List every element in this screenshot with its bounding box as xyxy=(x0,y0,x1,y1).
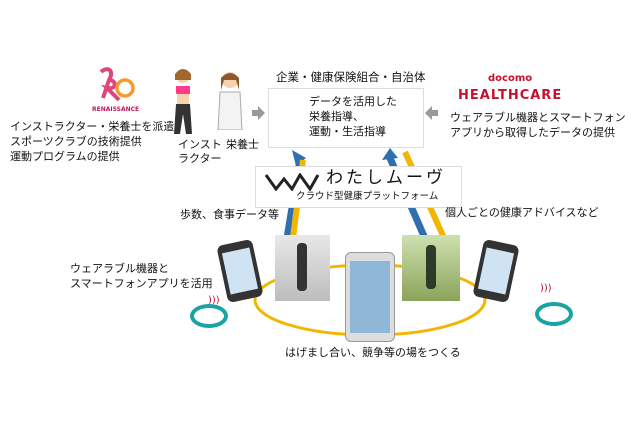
renaissance-logo-text: RENAISSANCE xyxy=(92,106,140,113)
docomo-logo-top: docomo xyxy=(488,73,533,84)
nutritionist-label: 栄養士 xyxy=(226,138,259,151)
right-wearable-band xyxy=(535,302,573,326)
platform-subtitle: クラウド型健康プラットフォーム xyxy=(296,191,439,202)
walker-photo xyxy=(275,235,330,301)
platform-box: わたしムーヴ クラウド型健康プラットフォーム xyxy=(255,166,462,208)
renaissance-desc-2: スポーツクラブの技術提供 xyxy=(10,135,142,148)
instructor-label-1: インスト xyxy=(178,138,222,151)
wearable-label-1: ウェアラブル機器と xyxy=(70,262,169,275)
wearable-label-2: スマートフォンアプリを活用 xyxy=(70,277,213,290)
left-signal-icon: ))) xyxy=(208,295,220,306)
arrow-right-icon xyxy=(252,106,265,120)
arrow-left-icon xyxy=(425,106,438,120)
docomo-desc-1: ウェアラブル機器とスマートフォン xyxy=(450,111,626,124)
renaissance-desc-3: 運動プログラムの提供 xyxy=(10,150,120,163)
center-box-line-3: 運動・生活指導 xyxy=(309,125,386,138)
nutritionist-illustration xyxy=(217,72,243,130)
docomo-logo-bottom: HEALTHCARE xyxy=(458,88,563,103)
platform-logo-mark xyxy=(264,173,320,191)
renaissance-desc-1: インストラクター・栄養士を派遣 xyxy=(10,120,175,133)
renaissance-logo xyxy=(99,67,135,102)
platform-name: わたしムーヴ xyxy=(326,168,446,188)
right-signal-icon: ))) xyxy=(540,283,552,294)
instructor-illustration xyxy=(174,69,192,134)
instructor-label-2: ラクター xyxy=(178,152,222,165)
upload-label: 歩数、食事データ等 xyxy=(180,208,279,221)
center-box: データを活用した 栄養指導、 運動・生活指導 xyxy=(268,88,424,148)
advice-label: 個人ごとの健康アドバイスなど xyxy=(445,206,599,219)
center-box-line-1: データを活用した xyxy=(309,95,397,108)
docomo-desc-2: アプリから取得したデータの提供 xyxy=(450,126,615,139)
bottom-label: はげまし合い、競争等の場をつくる xyxy=(285,346,461,359)
center-title: 企業・健康保険組合・自治体 xyxy=(276,70,426,84)
center-smartphone xyxy=(345,252,395,342)
left-wearable-band xyxy=(190,304,228,328)
center-box-line-2: 栄養指導、 xyxy=(309,110,364,123)
runner-photo xyxy=(402,235,460,301)
